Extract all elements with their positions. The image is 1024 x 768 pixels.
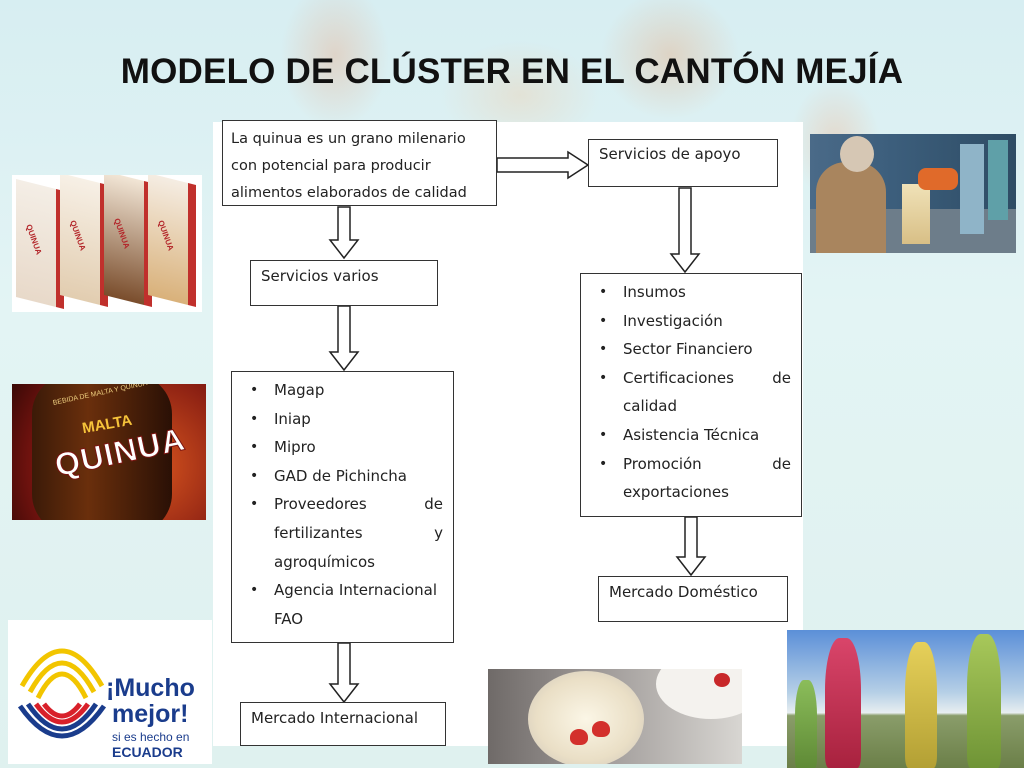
servicios-apoyo-label: Servicios de apoyo [599, 145, 741, 163]
mercado-internacional-box: Mercado Internacional [240, 702, 446, 746]
list-item: Certificaciones de calidad [589, 364, 791, 421]
list-item: Investigación [589, 307, 791, 336]
logo-line4: ECUADOR [112, 744, 183, 760]
servicios-apoyo-box: Servicios de apoyo [588, 139, 778, 187]
list-item: GAD de Pichincha [240, 462, 443, 491]
background-blossom [280, 0, 390, 130]
right-services-list: Insumos Investigación Sector Financiero … [580, 273, 802, 517]
quinoa-processing-image [810, 134, 1016, 253]
start-box: La quinua es un grano milenario con pote… [222, 120, 497, 206]
mercado-internacional-label: Mercado Internacional [251, 709, 419, 727]
list-item: Iniap [240, 405, 443, 434]
list-item: Sector Financiero [589, 335, 791, 364]
list-item: Magap [240, 376, 443, 405]
mercado-domestico-box: Mercado Doméstico [598, 576, 788, 622]
arrow-down [669, 187, 701, 274]
logo-line1: ¡Mucho [106, 674, 195, 702]
servicios-varios-label: Servicios varios [261, 267, 379, 285]
mucho-mejor-ecuador-logo: ¡Mucho mejor! si es hecho en ECUADOR [8, 620, 212, 764]
fingerprint-icon [17, 648, 107, 739]
list-item: Agencia Internacional FAO [240, 576, 443, 633]
arrow-down [328, 642, 360, 704]
quinoa-bars-image: QUINUA QUINUA QUINUA QUINUA [12, 175, 202, 312]
logo-line2: mejor! [112, 700, 189, 728]
slide-title: MODELO DE CLÚSTER EN EL CANTÓN MEJÍA [120, 52, 904, 91]
logo-line3: si es hecho en [112, 730, 190, 744]
arrow-down [328, 206, 360, 260]
list-item: Insumos [589, 278, 791, 307]
arrow-right [496, 150, 590, 180]
list-item: Mipro [240, 433, 443, 462]
list-item: Proveedores de fertilizantes y agroquími… [240, 490, 443, 576]
list-item: Asistencia Técnica [589, 421, 791, 450]
arrow-down [328, 305, 360, 372]
start-box-text: La quinua es un grano milenario con pote… [231, 131, 467, 201]
list-item: Promoción de exportaciones [589, 450, 791, 507]
malta-quinua-image: BEBIDA DE MALTA Y QUINUA MALTA QUINUA [12, 384, 206, 520]
background-blossom [600, 0, 740, 120]
mercado-domestico-label: Mercado Doméstico [609, 583, 758, 601]
quinoa-plants-image [787, 630, 1024, 768]
arrow-down [675, 516, 707, 577]
left-services-list: Magap Iniap Mipro GAD de Pichincha Prove… [231, 371, 454, 643]
quinoa-yogurt-image [488, 669, 742, 764]
servicios-varios-box: Servicios varios [250, 260, 438, 306]
